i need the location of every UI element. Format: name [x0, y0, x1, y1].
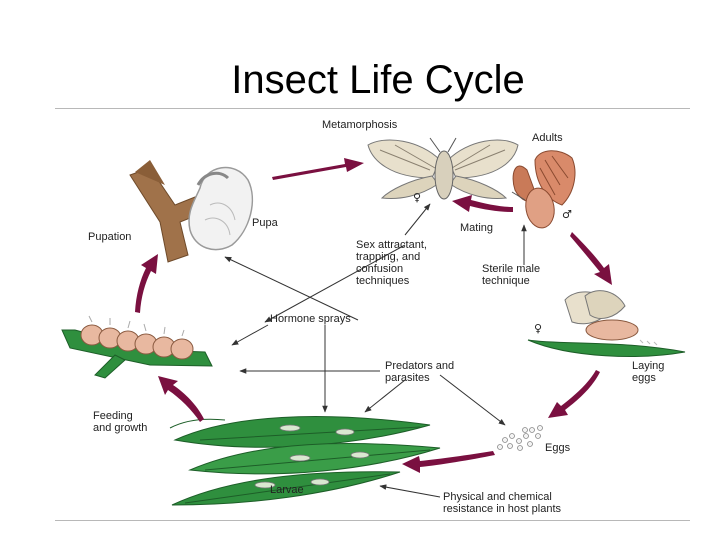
label-sex-attractant-2: trapping, and	[356, 251, 420, 263]
label-sterile-male-1: Sterile male	[482, 263, 540, 275]
arrow-larvae-to-feeding	[158, 376, 204, 422]
female-moth-illustration	[367, 137, 519, 200]
larvae-leaves-illustration	[169, 416, 441, 506]
bottom-rule	[55, 520, 690, 521]
arrow-feeding-to-pupation	[135, 254, 158, 313]
label-metamorphosis: Metamorphosis	[322, 119, 398, 131]
arrow-laying-to-eggs	[548, 370, 600, 418]
arrow-mating	[452, 195, 513, 212]
label-predators-2: parasites	[385, 372, 430, 384]
label-sterile-male-2: technique	[482, 275, 530, 287]
label-physical-1: Physical and chemical	[443, 491, 552, 503]
male-symbol: ♂	[562, 208, 572, 221]
title-rule	[55, 108, 690, 109]
label-sex-attractant-3: confusion	[356, 263, 403, 275]
arrow-eggs-to-larvae	[402, 451, 495, 473]
control-arrows	[224, 203, 527, 498]
label-eggs: Eggs	[545, 442, 571, 454]
arrow-pupa-to-adult	[272, 158, 364, 180]
label-pupa: Pupa	[252, 217, 279, 229]
label-physical-2: resistance in host plants	[443, 503, 562, 515]
slide-title: Insect Life Cycle	[231, 58, 525, 102]
label-hormone-sprays: Hormone sprays	[270, 313, 351, 325]
label-adults: Adults	[532, 132, 563, 144]
male-moth-illustration	[511, 150, 576, 229]
label-laying-1: Laying	[632, 360, 664, 372]
eggs-illustration	[497, 425, 543, 451]
diagram-labels: Metamorphosis Adults ♀ ♂ Mating Pupa Pup…	[88, 119, 664, 515]
label-larvae: Larvae	[270, 484, 304, 496]
female-symbol: ♀	[413, 191, 421, 204]
label-sex-attractant-1: Sex attractant,	[356, 239, 427, 251]
pupa-illustration	[129, 160, 254, 263]
cycle-arrows	[135, 158, 612, 473]
label-feeding-1: Feeding	[93, 410, 133, 422]
egg-laying-moth-illustration	[527, 290, 686, 357]
arrow-adult-to-laying	[570, 232, 612, 285]
label-pupation: Pupation	[88, 231, 131, 243]
label-laying-2: eggs	[632, 372, 656, 384]
label-mating: Mating	[460, 222, 493, 234]
label-sex-attractant-4: techniques	[356, 275, 410, 287]
female-symbol-laying: ♀	[534, 322, 542, 335]
label-predators-1: Predators and	[385, 360, 454, 372]
caterpillar-illustration	[61, 315, 213, 379]
label-feeding-2: and growth	[93, 422, 147, 434]
